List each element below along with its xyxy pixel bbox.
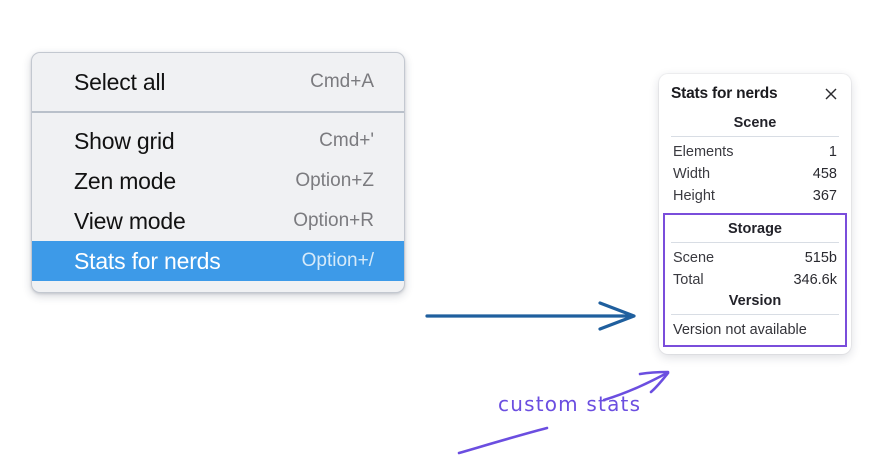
menu-group-1: Select all Cmd+A <box>32 53 404 111</box>
stats-section-storage: Storage Scene 515b Total 346.6k <box>671 219 839 291</box>
menu-item-label: View mode <box>74 207 186 234</box>
menu-item-show-grid[interactable]: Show grid Cmd+' <box>32 121 404 161</box>
stat-row: Height 367 <box>671 185 839 207</box>
stat-key: Height <box>673 188 715 204</box>
stats-panel-header: Stats for nerds <box>671 85 839 103</box>
section-divider <box>671 242 839 243</box>
blue-arrow <box>425 301 636 331</box>
stat-value: 346.6k <box>793 272 837 288</box>
menu-item-label: Stats for nerds <box>74 247 221 274</box>
menu-item-label: Select all <box>74 68 166 95</box>
stat-key: Total <box>673 272 704 288</box>
menu-item-select-all[interactable]: Select all Cmd+A <box>32 62 404 102</box>
menu-item-label: Zen mode <box>74 167 176 194</box>
menu-group-2: Show grid Cmd+' Zen mode Option+Z View m… <box>32 113 404 292</box>
section-divider <box>671 314 839 315</box>
menu-item-zen-mode[interactable]: Zen mode Option+Z <box>32 161 404 201</box>
stats-for-nerds-panel[interactable]: Stats for nerds Scene Elements 1 Width 4… <box>659 74 851 354</box>
section-divider <box>671 136 839 137</box>
menu-item-shortcut: Cmd+' <box>319 130 374 151</box>
stat-row: Scene 515b <box>671 247 839 269</box>
stat-key: Width <box>673 166 711 182</box>
menu-item-stats-for-nerds[interactable]: Stats for nerds Option+/ <box>32 241 404 281</box>
stats-section-version: Version Version not available <box>671 291 839 339</box>
stat-row: Elements 1 <box>671 141 839 163</box>
menu-item-shortcut: Option+R <box>293 210 374 231</box>
menu-separator <box>32 111 404 113</box>
version-text: Version not available <box>673 322 807 338</box>
stat-value: 515b <box>804 250 837 266</box>
menu-item-view-mode[interactable]: View mode Option+R <box>32 201 404 241</box>
menu-item-shortcut: Option+Z <box>295 170 374 191</box>
stat-row: Total 346.6k <box>671 269 839 291</box>
section-title: Version <box>728 293 782 309</box>
stat-value: 458 <box>812 166 837 182</box>
menu-item-shortcut: Cmd+A <box>310 71 374 92</box>
menu-item-shortcut: Option+/ <box>301 250 374 271</box>
section-title: Storage <box>728 221 782 237</box>
stat-row: Width 458 <box>671 163 839 185</box>
stats-panel-title: Stats for nerds <box>671 85 778 102</box>
custom-stats-highlight-box: Storage Scene 515b Total 346.6k Version … <box>663 213 847 347</box>
stat-key: Scene <box>673 250 715 266</box>
menu-item-label: Show grid <box>74 127 175 154</box>
annotation-text-custom-stats: custom stats <box>498 392 642 416</box>
stat-value: 367 <box>812 188 837 204</box>
stat-key: Elements <box>673 144 734 160</box>
stats-section-scene: Scene Elements 1 Width 458 Height 367 <box>671 113 839 207</box>
close-icon[interactable] <box>823 86 839 102</box>
section-title: Scene <box>733 115 777 131</box>
context-menu[interactable]: Select all Cmd+A Show grid Cmd+' Zen mod… <box>31 52 405 293</box>
stat-value: 1 <box>828 144 837 160</box>
purple-underline-stroke <box>457 426 549 455</box>
